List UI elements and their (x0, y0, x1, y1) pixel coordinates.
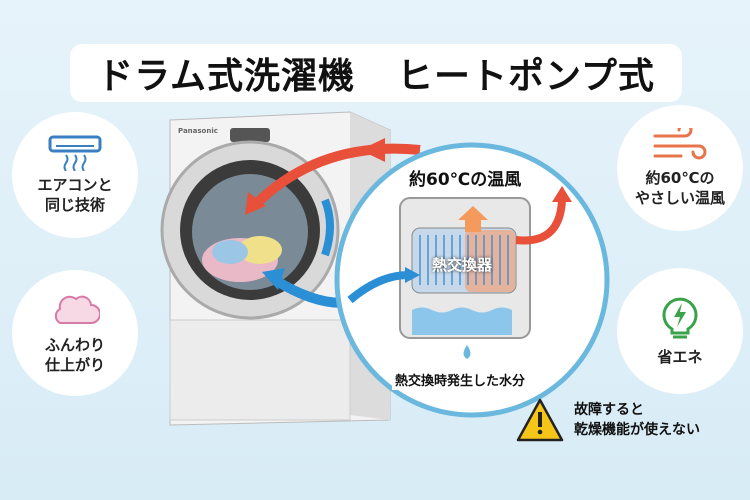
warning-icon (516, 398, 564, 442)
warning-line2: 乾燥機能が使えない (574, 422, 700, 438)
fluffy-cloud-icon (54, 295, 100, 324)
heat-exchanger-label: 熱交換器 (432, 256, 493, 274)
warm-air-label: 約60℃の温風 (409, 170, 522, 190)
feature-energy-saving: 省エネ (617, 268, 743, 394)
feature-energy-line1: 省エネ (657, 348, 703, 366)
feature-ac-line2: 同じ技術 (44, 196, 105, 214)
feature-warm-line2: やさしい温風 (634, 189, 725, 207)
hot-air-arrow-top (251, 143, 421, 209)
page-title: ドラム式洗濯機 ヒートポンプ式 (70, 44, 682, 102)
warm-wind-icon (653, 128, 707, 160)
feature-fluffy: ふんわり 仕上がり (12, 270, 138, 396)
brand-logo: Panasonic (178, 127, 218, 135)
title-left: ドラム式洗濯機 (97, 56, 355, 97)
washing-machine (160, 111, 391, 426)
water-drop-icon (463, 345, 471, 359)
title-right: ヒートポンプ式 (397, 56, 655, 97)
feature-ac: エアコンと 同じ技術 (12, 112, 138, 238)
warning-line1: 故障すると (574, 402, 644, 418)
warning-text: 故障すると 乾燥機能が使えない (574, 400, 700, 440)
lightbulb-icon (662, 297, 698, 339)
moisture-label: 熱交換時発生した水分 (392, 369, 529, 390)
feature-ac-line1: エアコンと (37, 176, 113, 194)
feature-fluffy-line1: ふんわり (44, 336, 105, 354)
feature-warm-line1: 約60℃の (645, 169, 715, 187)
feature-fluffy-line2: 仕上がり (44, 356, 105, 374)
feature-warm-wind: 約60℃の やさしい温風 (617, 105, 743, 231)
air-conditioner-icon (48, 135, 102, 171)
